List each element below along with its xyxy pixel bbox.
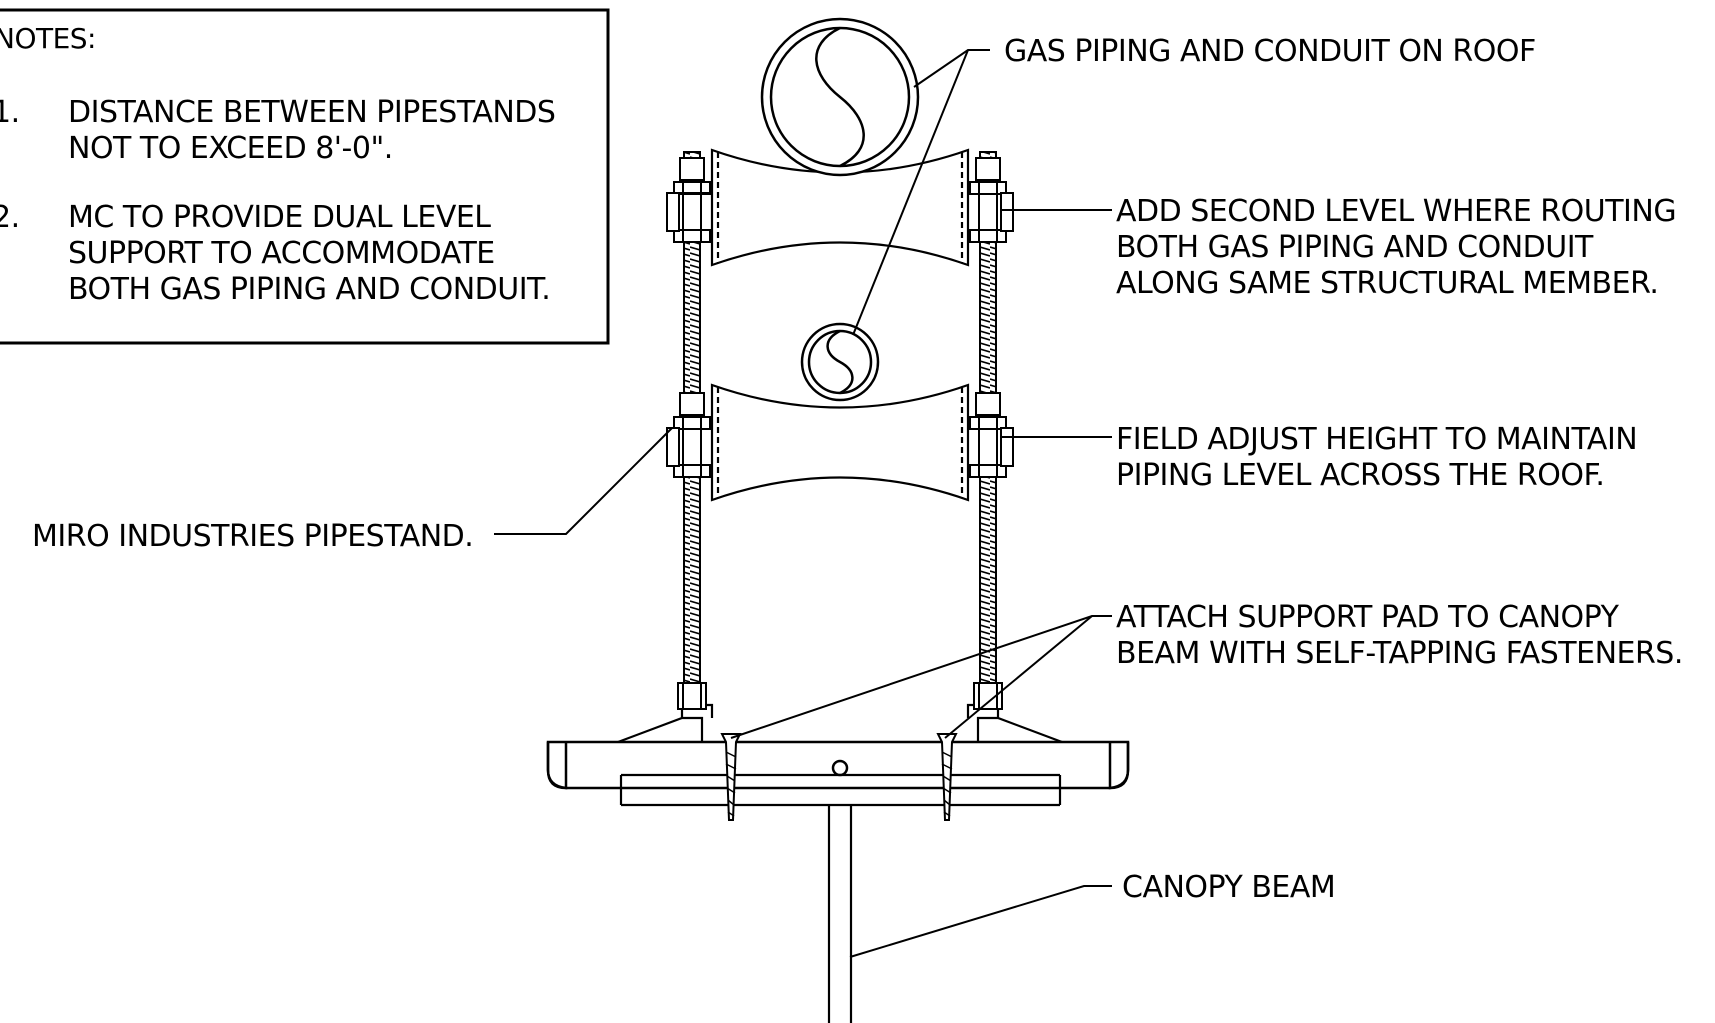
callout-pipestand: MIRO INDUSTRIES PIPESTAND. (32, 519, 473, 554)
leader-gas-piping (913, 49, 990, 88)
leader-lines (494, 49, 1112, 958)
callout-gas-piping: GAS PIPING AND CONDUIT ON ROOF (1004, 34, 1536, 69)
callout-attach-pad-line-1: ATTACH SUPPORT PAD TO CANOPY (1116, 600, 1620, 635)
callouts: GAS PIPING AND CONDUIT ON ROOF ADD SECON… (32, 34, 1683, 905)
self-tapping-fasteners (720, 733, 958, 821)
note-1-line-1: DISTANCE BETWEEN PIPESTANDS (68, 95, 555, 130)
leader-attach-pad (730, 615, 1112, 739)
note-2-line-2: SUPPORT TO ACCOMMODATE (68, 236, 495, 271)
notes-heading: NOTES: (0, 22, 96, 55)
upper-roller (710, 148, 970, 267)
note-1-number: 1. (0, 95, 20, 130)
callout-second-level-line-3: ALONG SAME STRUCTURAL MEMBER. (1116, 266, 1658, 301)
notes-box: NOTES: 1. DISTANCE BETWEEN PIPESTANDS NO… (0, 8, 610, 345)
callout-attach-pad-line-2: BEAM WITH SELF-TAPPING FASTENERS. (1116, 636, 1683, 671)
note-2-number: 2. (0, 200, 20, 235)
note-2-line-1: MC TO PROVIDE DUAL LEVEL (68, 200, 491, 235)
callout-field-adjust-line-1: FIELD ADJUST HEIGHT TO MAINTAIN (1116, 422, 1637, 457)
note-1-line-2: NOT TO EXCEED 8'-0". (68, 131, 393, 166)
lower-roller (710, 383, 970, 502)
conduit (800, 322, 880, 402)
canopy-beam (619, 773, 1062, 1023)
notes-frame (0, 8, 610, 345)
leader-canopy-beam (849, 885, 1112, 958)
callout-field-adjust-line-2: PIPING LEVEL ACROSS THE ROOF. (1116, 458, 1604, 493)
support-pad (546, 740, 1130, 790)
callout-canopy-beam: CANOPY BEAM (1122, 870, 1335, 905)
callout-second-level-line-2: BOTH GAS PIPING AND CONDUIT (1116, 230, 1594, 265)
gas-pipe (760, 17, 920, 177)
pipestand-gussets (617, 703, 1063, 744)
callout-second-level-line-1: ADD SECOND LEVEL WHERE ROUTING (1116, 194, 1676, 229)
note-2-line-3: BOTH GAS PIPING AND CONDUIT. (68, 272, 550, 307)
bottom-nuts (677, 682, 1003, 710)
leader-pipestand (494, 427, 673, 535)
rod-clamp-assemblies (666, 157, 1014, 478)
